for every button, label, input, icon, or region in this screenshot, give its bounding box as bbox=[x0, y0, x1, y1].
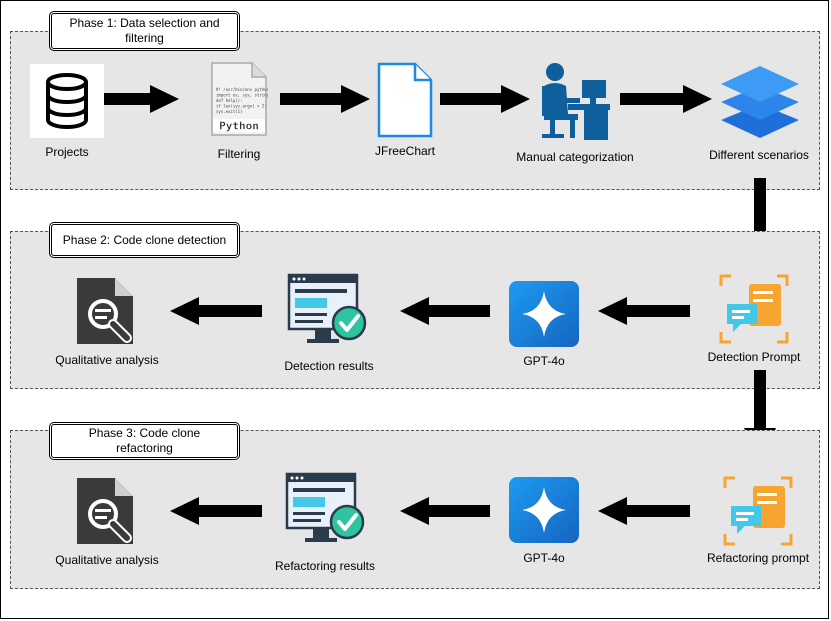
arrow-gpt-to-detection-results bbox=[400, 297, 490, 325]
gpt-4o-node-refactoring bbox=[509, 477, 579, 548]
projects-node bbox=[30, 64, 104, 143]
document-icon bbox=[377, 62, 433, 138]
manual-categorization-label: Manual categorization bbox=[516, 150, 634, 164]
code-snippet-line: import os, sys, string bbox=[216, 93, 268, 98]
document-search-icon bbox=[77, 478, 133, 544]
different-scenarios-node bbox=[719, 64, 801, 145]
refactoring-results-node bbox=[285, 472, 367, 557]
jfreechart-label: JFreeChart bbox=[374, 144, 436, 158]
phase-1-title: Phase 1: Data selection and filtering bbox=[49, 11, 240, 51]
code-snippet-line: sys.exit(1) bbox=[216, 109, 243, 114]
projects-label: Projects bbox=[45, 145, 89, 159]
manual-categorization-node bbox=[540, 62, 610, 149]
detection-prompt-label: Detection Prompt bbox=[707, 350, 801, 364]
different-scenarios-label: Different scenarios bbox=[709, 148, 809, 162]
detection-results-node bbox=[287, 273, 369, 358]
arrow-refactoring-prompt-to-gpt bbox=[598, 497, 690, 525]
refactoring-prompt-label: Refactoring prompt bbox=[706, 551, 810, 565]
arrow-manual-to-scenarios bbox=[620, 85, 712, 113]
results-monitor-icon bbox=[287, 273, 367, 343]
arrow-refactoring-results-to-analysis bbox=[170, 497, 262, 525]
detection-prompt-node bbox=[719, 274, 789, 349]
arrow-filtering-to-jfreechart bbox=[280, 85, 370, 113]
gpt-star-icon bbox=[509, 477, 579, 543]
python-badge: Python bbox=[219, 120, 259, 133]
phase-3-title: Phase 3: Code clone refactoring bbox=[49, 422, 240, 460]
qualitative-analysis-node-detection bbox=[75, 276, 139, 351]
code-snippet-line: if len(sys.argv) < 2: bbox=[216, 104, 267, 109]
database-icon bbox=[30, 64, 104, 138]
arrow-detection-results-to-analysis bbox=[170, 297, 262, 325]
refactoring-results-label: Refactoring results bbox=[274, 559, 376, 573]
person-at-computer-icon bbox=[542, 63, 610, 140]
jfreechart-node bbox=[377, 62, 433, 143]
results-monitor-icon bbox=[285, 472, 365, 542]
chat-prompt-icon bbox=[723, 476, 793, 546]
arrow-projects-to-filtering bbox=[104, 85, 179, 113]
chat-prompt-icon bbox=[719, 274, 789, 344]
phase-2-title: Phase 2: Code clone detection bbox=[49, 222, 240, 258]
code-snippet-line: #! /usr/bin/env python bbox=[216, 87, 268, 92]
refactoring-prompt-node bbox=[723, 476, 793, 551]
qualitative-analysis-node-refactoring bbox=[75, 476, 139, 551]
layers-icon bbox=[721, 66, 799, 138]
qualitative-analysis-label-detection: Qualitative analysis bbox=[55, 353, 159, 367]
document-search-icon bbox=[77, 278, 133, 344]
filtering-label: Filtering bbox=[217, 147, 261, 161]
arrow-detection-prompt-to-gpt bbox=[598, 297, 690, 325]
gpt-star-icon bbox=[509, 281, 579, 347]
code-snippet-line: def help(): bbox=[216, 98, 243, 103]
gpt-4o-label-detection: GPT-4o bbox=[523, 354, 565, 368]
qualitative-analysis-label-refactoring: Qualitative analysis bbox=[55, 553, 159, 567]
arrow-jfreechart-to-manual bbox=[440, 85, 530, 113]
arrow-gpt-to-refactoring-results bbox=[400, 497, 490, 525]
gpt-4o-node-detection bbox=[509, 281, 579, 352]
gpt-4o-label-refactoring: GPT-4o bbox=[523, 551, 565, 565]
detection-results-label: Detection results bbox=[284, 359, 374, 373]
